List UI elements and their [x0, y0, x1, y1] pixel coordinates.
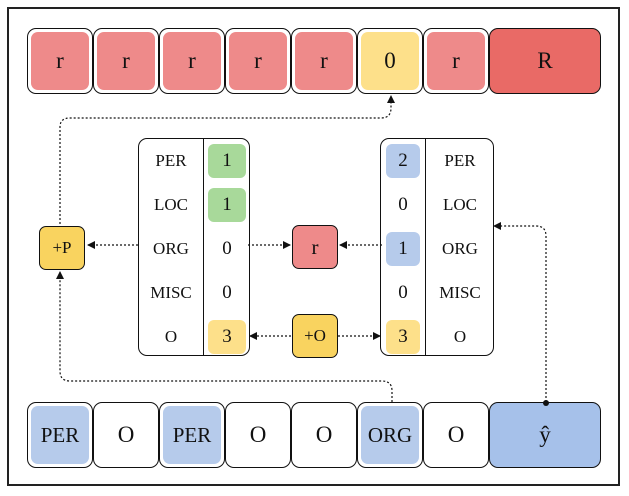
- bottom-row-cell: O: [225, 402, 291, 468]
- plus-p-operator: +P: [39, 226, 85, 270]
- left-panel-value-highlight: [208, 188, 246, 222]
- top-row-cell-text: 0: [384, 48, 396, 73]
- prediction-yhat-cell-text: ŷ: [539, 422, 551, 447]
- bottom-row-cell-text: PER: [172, 422, 212, 447]
- prediction-yhat-cell: ŷ: [489, 402, 601, 468]
- top-row-cell-text: r: [254, 48, 262, 73]
- bottom-row-cell: O: [93, 402, 159, 468]
- bottom-row-cell-text: O: [117, 422, 135, 447]
- bottom-row-cell: ORG: [357, 402, 423, 468]
- top-row-cell-text: r: [188, 48, 196, 73]
- arrow-plusp-to-top: [59, 95, 395, 232]
- right-panel-value: 1: [398, 238, 408, 259]
- right-panel-value: 3: [398, 326, 408, 347]
- left-panel-label: PER: [155, 151, 187, 170]
- top-row-cell-fill: [295, 32, 353, 90]
- arrow-yhat-to-rightpanel: [493, 222, 547, 402]
- left-panel-label: LOC: [154, 195, 188, 214]
- top-row-cell: r: [27, 28, 93, 94]
- bottom-row-cell-text: O: [447, 422, 465, 447]
- right-panel-value: 0: [398, 282, 408, 303]
- top-row-cell-text: r: [452, 48, 460, 73]
- top-row-cell: r: [225, 28, 291, 94]
- right-panel-value: 2: [398, 150, 408, 171]
- left-panel-label: MISC: [150, 283, 192, 302]
- left-panel-divider: [203, 139, 204, 355]
- right-panel-value-highlight: [386, 232, 420, 266]
- top-row-cell: 0: [357, 28, 423, 94]
- top-row-cell: r: [291, 28, 357, 94]
- top-row-cell-fill: [427, 32, 485, 90]
- top-row-cell-text: r: [320, 48, 328, 73]
- right-panel-label: PER: [444, 151, 476, 170]
- top-row-cell-fill: [97, 32, 155, 90]
- bottom-row-cell-fill: [31, 406, 89, 464]
- top-row-cell: r: [159, 28, 225, 94]
- left-panel-value: 1: [222, 150, 232, 171]
- top-row-cell: r: [93, 28, 159, 94]
- top-row-cell-fill: [31, 32, 89, 90]
- outer-frame: [7, 7, 620, 486]
- left-panel-label: O: [164, 327, 178, 346]
- right-panel-label: MISC: [439, 283, 481, 302]
- right-panel-label: ORG: [442, 239, 478, 258]
- right-panel-value-highlight: [386, 144, 420, 178]
- left-panel-label: ORG: [153, 239, 189, 258]
- bottom-row-cell-text: ORG: [367, 422, 413, 447]
- bottom-row-cell: O: [423, 402, 489, 468]
- top-row-cell-fill: [163, 32, 221, 90]
- bottom-row-cell-text: O: [249, 422, 267, 447]
- left-panel-value-highlight: [208, 320, 246, 354]
- yhat-dot: [543, 400, 549, 406]
- result-R-cell: R: [489, 28, 601, 94]
- bottom-row-cell-fill: [163, 406, 221, 464]
- left-panel-value: 3: [222, 326, 232, 347]
- top-row-cell-text: r: [56, 48, 64, 73]
- bottom-row-cell-text: O: [315, 422, 333, 447]
- arrow-bottom-to-plusp: [56, 271, 393, 402]
- left-panel-value-highlight: [208, 144, 246, 178]
- left-panel-value: 1: [222, 194, 232, 215]
- bottom-row-cell-fill: [361, 406, 419, 464]
- right-panel-divider: [425, 139, 426, 355]
- right-panel-value: 0: [398, 194, 408, 215]
- top-row-cell-fill: [361, 32, 419, 90]
- top-row-cell-text: r: [122, 48, 130, 73]
- left-panel-value: 0: [222, 282, 232, 303]
- left-panel-value: 0: [222, 238, 232, 259]
- plus-o-operator: +O: [292, 314, 338, 358]
- top-row-cell: r: [423, 28, 489, 94]
- bottom-row-cell: O: [291, 402, 357, 468]
- right-panel-label: LOC: [443, 195, 477, 214]
- bottom-row-cell-text: PER: [40, 422, 80, 447]
- right-panel-value-highlight: [386, 320, 420, 354]
- center-r-box: r: [292, 225, 338, 269]
- top-row-cell-fill: [229, 32, 287, 90]
- bottom-row-cell: PER: [27, 402, 93, 468]
- bottom-row-cell: PER: [159, 402, 225, 468]
- right-panel-label: O: [453, 327, 467, 346]
- result-R-cell-text: R: [537, 48, 553, 73]
